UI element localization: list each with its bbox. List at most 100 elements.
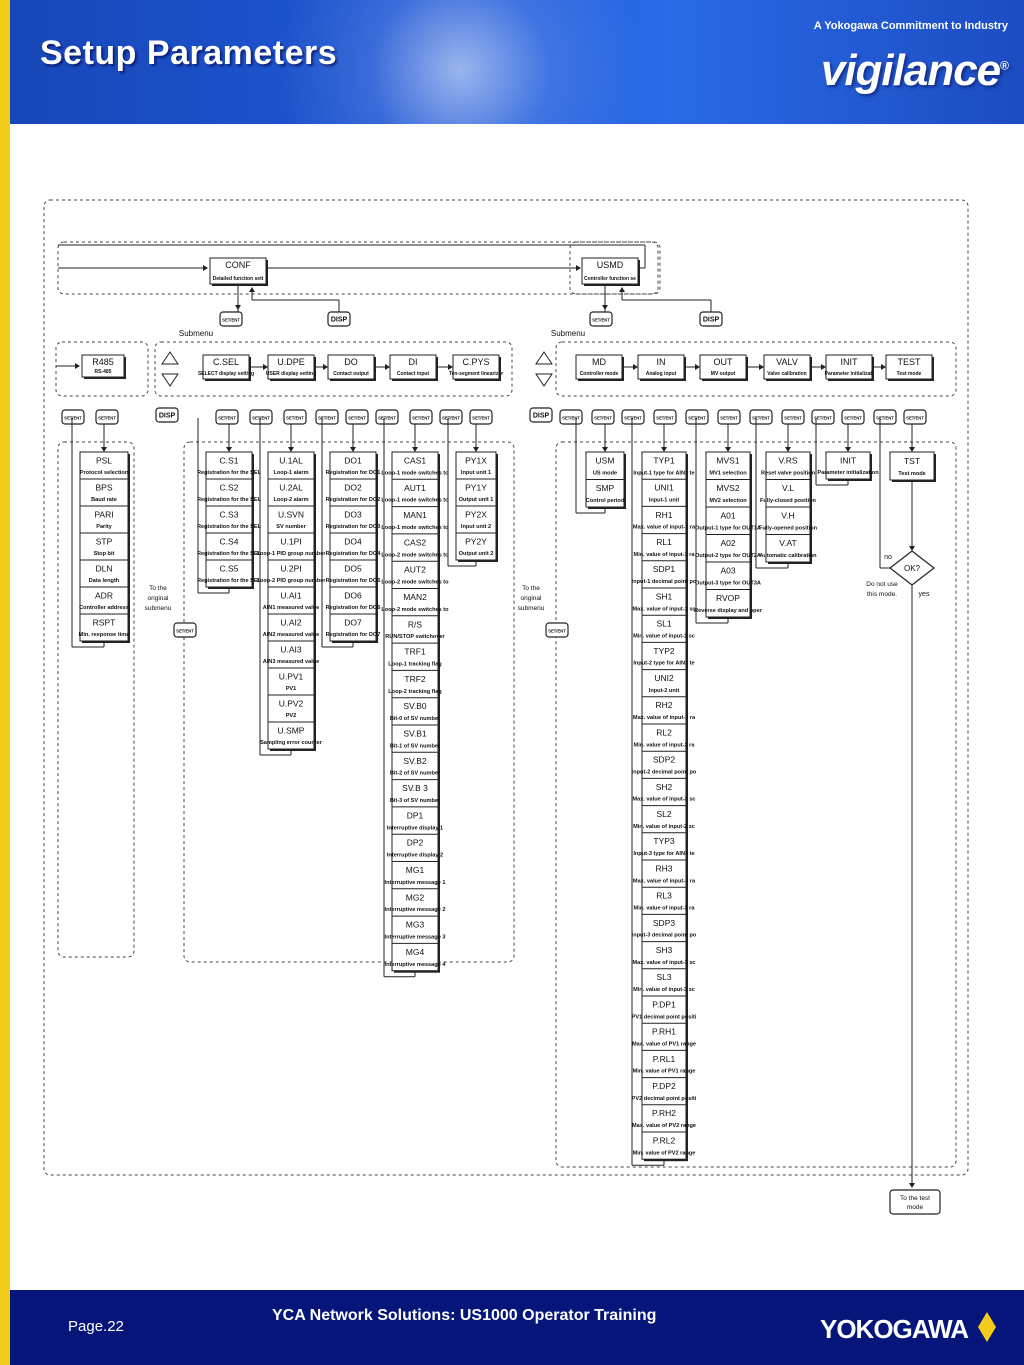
left-param-column-0-row-desc: Stop bit: [94, 551, 115, 557]
arrow-head: [602, 305, 608, 310]
usmd-disp-key-label: DISP: [703, 317, 720, 324]
left-param-column-4-row-desc: Interruptive message 1: [385, 880, 446, 886]
left-param-column-5-row-code: PY1X: [465, 455, 487, 465]
left-row-enter-key: [345, 409, 369, 425]
arrow-head: [385, 364, 390, 370]
right-row-enter-key-label: SET/ENT: [814, 416, 832, 421]
right-row-enter-key-label: SET/ENT: [906, 416, 924, 421]
submenu-in-desc: Analog input: [646, 371, 677, 377]
submenu-udpe: [267, 354, 315, 380]
left-row-enter-key-label: SET/ENT: [64, 416, 82, 421]
left-param-column-4-row-desc: Interruptive message 2: [385, 907, 446, 913]
submenu-di-desc: Contact input: [397, 371, 430, 377]
left-param-column-0-row-desc: Min. response time: [79, 632, 130, 638]
right-param-column-3-row-code: V.H: [781, 511, 794, 521]
left-param-column-2-row-code: U.PV1: [279, 671, 304, 681]
to-test-mode-label-1: To the test: [900, 1195, 930, 1202]
left-param-column-2-row-code: U.AI1: [280, 590, 302, 600]
submenu-label-left: Submenu: [179, 329, 213, 338]
left-param-column-4-row-code: DP2: [407, 838, 424, 848]
left-param-column-4-row-code: SV.B2: [403, 756, 427, 766]
right-param-column-1-row-desc: Max. value of input-2 sc: [632, 797, 695, 803]
right-param-column-1-row-desc: Max. value of input-3 ra: [633, 878, 696, 884]
right-param-column-1-row-code: SH1: [656, 591, 673, 601]
right-param-column-5-row-code: TST: [904, 456, 920, 466]
submenu-udpe-code: U.DPE: [277, 357, 305, 367]
right-param-column-2-row-code: A03: [720, 566, 735, 576]
left-param-column-4-row-code: MG4: [406, 947, 425, 957]
left-param-column-1-row-desc: Registration for the SEL: [197, 578, 262, 584]
up-arrow-key: [161, 351, 179, 365]
left-param-column-2-row-desc: PV2: [286, 713, 297, 719]
submenu-csel-code: C.SEL: [213, 357, 239, 367]
submenu-md: [575, 354, 623, 380]
right-param-column-1-row-desc: Max. value of input-1 sc: [632, 606, 695, 612]
arrow-head: [909, 546, 915, 551]
right-row-enter-key: [591, 409, 615, 425]
left-param-column-2-row-desc: AIN2 measured value: [263, 632, 320, 638]
left-param-column-2-row-desc: SV number: [276, 524, 306, 530]
left-row-enter-key: [469, 409, 493, 425]
submenu-do: [327, 354, 375, 380]
left-param-column-3-row-desc: Registration for DO7: [326, 632, 381, 638]
conf-disp-key-label: DISP: [331, 317, 348, 324]
submenu-cpys-code: C.PYS: [462, 357, 489, 367]
page-header: Setup Parameters A Yokogawa Commitment t…: [10, 0, 1024, 124]
left-accent-bar: [0, 0, 10, 1365]
left-param-column-2-row-desc: Loop-1 alarm: [273, 470, 308, 476]
left-param-column-4-row-code: CAS2: [404, 537, 426, 547]
left-row-enter-key: [215, 409, 239, 425]
left-param-column-1-row-code: C.S3: [220, 509, 239, 519]
left-param-column-4-row-desc: Interruptive display 1: [387, 825, 443, 831]
right-row-enter-key: [781, 409, 805, 425]
right-param-column-2-row-code: A02: [720, 538, 735, 548]
right-param-column-1-row-code: UNI1: [654, 483, 674, 493]
left-param-column-3-row-desc: Registration for DO4: [326, 551, 382, 557]
left-param-column-4-row-desc: Loop-1 mode switches to: [381, 498, 449, 504]
left-param-column-2-row-code: U.1AL: [279, 455, 303, 465]
right-param-column-1-row-code: RL2: [656, 727, 672, 737]
arrow-head: [785, 447, 791, 452]
right-back-enter-key: [545, 622, 569, 638]
right-param-column-0-row-desc: Control period: [586, 498, 625, 504]
left-param-column-4-row-code: MAN2: [403, 592, 427, 602]
right-param-column-1-row-code: SL1: [656, 619, 671, 629]
back-label-right-3: submenu: [518, 605, 545, 612]
usmd-loop-frame: [569, 241, 661, 295]
left-back-enter-key-label: SET/ENT: [176, 629, 194, 634]
right-param-column-1-row-desc: Min. value of input-3 sc: [633, 987, 695, 993]
left-param-column-4-row-code: MG1: [406, 865, 425, 875]
left-param-column-5-row-desc: Output unit 1: [459, 497, 494, 503]
submenu-md-desc: Controller mode: [580, 371, 619, 377]
left-row-enter-key: [95, 409, 119, 425]
left-param-column-4-row-code: SV.B0: [403, 701, 427, 711]
conf-loop-frame: [57, 241, 659, 295]
right-row-enter-key: [717, 409, 741, 425]
left-param-column-0-row-code: ADR: [95, 590, 113, 600]
left-param-column-4-row-desc: Bit-3 of SV number: [390, 798, 441, 804]
right-param-column-1-row-code: RL3: [656, 891, 672, 901]
ok-question-text: OK?: [904, 564, 921, 573]
right-row-enter-key: [621, 409, 645, 425]
arrow-head: [75, 363, 80, 369]
left-row-enter-key-label: SET/ENT: [472, 416, 490, 421]
left-param-column-0-row-code: PSL: [96, 455, 112, 465]
right-param-column-1-row-code: P.DP2: [652, 1081, 676, 1091]
right-param-column-1-row-code: TYP2: [653, 646, 675, 656]
right-param-column-5: [889, 451, 935, 481]
left-row-enter-key: [61, 409, 85, 425]
left-param-column-0-row-desc: Baud rate: [91, 497, 117, 503]
arrow-head: [576, 265, 581, 271]
submenu-test-desc: Test mode: [897, 371, 922, 377]
arrow-head: [235, 305, 241, 310]
left-param-column-4-row-code: DP1: [407, 810, 424, 820]
arrow-head: [695, 364, 700, 370]
right-param-column-1-row-desc: Min. value of input-1 sc: [633, 634, 695, 640]
arrow-head: [725, 447, 731, 452]
left-param-column-0-row-code: RSPT: [93, 617, 116, 627]
left-param-column-1-row-code: C.S5: [220, 563, 239, 573]
arrow-head: [473, 447, 479, 452]
right-param-column-1-row-desc: Input-3 decimal point po: [632, 933, 697, 939]
left-param-column-2-row-desc: PV1: [286, 686, 297, 692]
right-param-column-3-row-code: V.RS: [778, 456, 797, 466]
